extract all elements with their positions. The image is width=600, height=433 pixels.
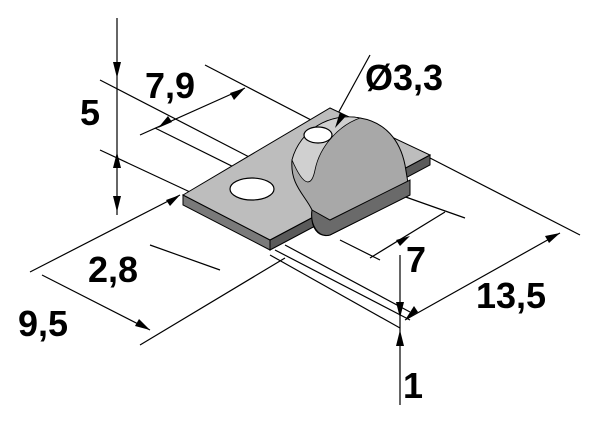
dim-thickness: 1 [403,365,423,406]
dim-length: 13,5 [476,275,546,316]
hole [303,126,333,144]
dim-slot-width: 7,9 [145,65,195,106]
terminal-part [181,107,432,251]
dim-height: 5 [80,92,100,133]
dimension-lines [29,18,581,405]
dim-tab-width: 7 [406,239,426,280]
arrowheads [113,62,560,346]
hole [229,177,275,201]
dim-hole-offset: 2,8 [88,249,138,290]
dim-width: 9,5 [18,303,68,344]
dim-hole-diameter: Ø3,3 [365,57,443,98]
